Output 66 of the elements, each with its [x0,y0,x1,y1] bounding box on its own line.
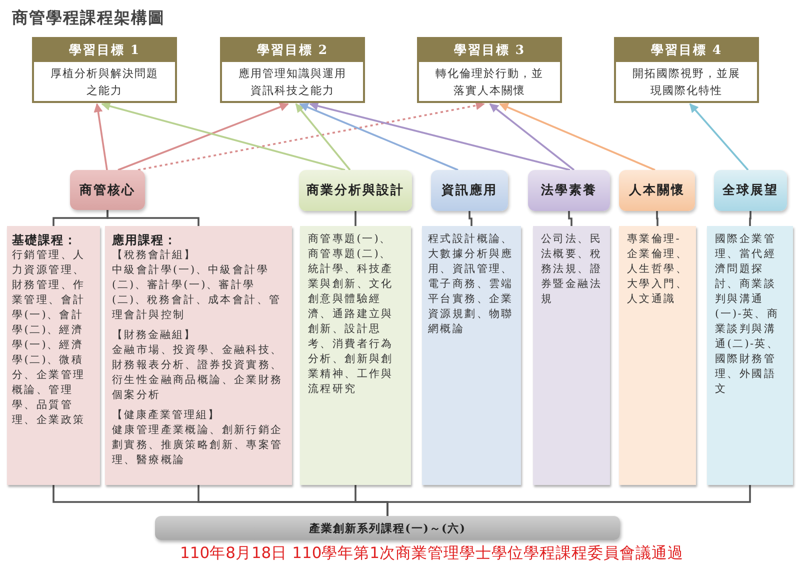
goal-box [417,37,562,103]
series-label: 產業創新系列課程(一)～(六) [309,520,466,536]
approval-note: 110年8月18日 110學年第1次商業管理學士學位學程課程委員會議通過 [180,543,684,564]
goal-heading: 學習目標 1 [34,39,175,62]
goal-heading: 學習目標 2 [222,39,363,62]
course-list: 健康管理產業概論、創新行銷企劃實務、推廣策略創新、專案管理、醫療概論 [112,423,285,468]
goal-box [614,37,759,103]
connector-line [354,211,356,226]
category-box [619,170,695,211]
category-box [431,170,508,211]
course-panel [619,226,696,485]
category-box [70,170,145,210]
goal-text: 應用管理知識與運用資訊科技之能力 [238,66,348,98]
course-panel [533,226,610,485]
goal-box [32,37,177,103]
category-label: 商管核心 [80,182,136,198]
arrow [295,103,351,171]
category-label: 法學素養 [541,182,597,199]
course-heading: 應用課程： [112,232,178,248]
course-panel [422,226,521,485]
group-heading: 【稅務會計組】 [112,248,197,263]
course-panel [707,226,793,485]
group-heading: 【財務金融組】 [112,328,197,343]
goal-box [220,37,365,103]
category-box [528,170,610,211]
connector-line [106,210,200,226]
goal-heading: 學習目標 3 [419,39,560,62]
connector-line [386,485,751,516]
arrow [138,101,485,171]
course-list: 金融市場、投資學、金融科技、財務報表分析、證券投資實務、衍生性金融商品概論、企業財務個案分析 [112,343,285,403]
course-heading: 基礎課程： [12,232,78,248]
arrow [101,102,346,171]
arrow [309,102,570,171]
goal-text: 轉化倫理於行動，並落實人本關懷 [434,66,544,98]
course-list: 行銷管理、人力資源管理、財務管理、作業管理、會計學(一)、會計學(二)、經濟學(一)、經濟學(二)、微積分、企業管理概論、管理學、品質管理、企業政策 [12,248,95,428]
course-panel [300,226,411,485]
category-box [714,170,787,211]
series-bar [155,516,620,540]
arrow [499,103,656,171]
connector-line [568,211,572,226]
connector-line [749,211,752,226]
arrow [489,103,575,171]
arrow [689,103,749,171]
goal-heading: 學習目標 4 [616,39,757,62]
course-list: 專業倫理-企業倫理、人生哲學、大學入門、人文通識 [627,232,688,307]
category-box [299,170,412,211]
connector-line [468,211,472,226]
course-list: 公司法、民法概要、稅務法規、證券暨金融法規 [541,232,602,307]
connector-line [656,211,658,226]
course-panel [7,226,100,485]
arrow [94,103,108,170]
arrow [118,102,289,171]
category-label: 商業分析與設計 [306,182,404,199]
course-list: 中級會計學(一)、中級會計學(二)、審計學(一)、審計學(二)、稅務會計、成本會計、管理會計與控制 [112,263,285,323]
group-heading: 【健康產業管理組】 [112,408,221,423]
course-list: 國際企業管理、當代經濟問題探討、商業談判與溝通(一)-英、商業談判與溝通(二)-英、國際財務管理、外國語文 [715,232,785,397]
category-label: 人本關懷 [629,182,685,199]
goal-text: 厚植分析與解決問題之能力 [50,66,160,98]
course-list: 程式設計概論、大數據分析與應用、資訊管理、電子商務、雲端平台實務、企業資源規劃、物聯網概論 [428,232,515,337]
diagram-title: 商管學程課程架構圖 [12,8,165,29]
goal-text: 開拓國際視野，並展現國際化特性 [632,66,742,98]
category-label: 全球展望 [722,182,778,199]
category-label: 資訊應用 [442,182,498,199]
course-list: 商管專題(一)、商管專題(二)、統計學、科技產業與創新、文化創意與體驗經濟、通路建立與創新、設計思考、消費者行為分析、創新與創業精神、工作與流程研究 [308,232,403,397]
course-panel [105,226,292,485]
arrow [299,102,458,171]
